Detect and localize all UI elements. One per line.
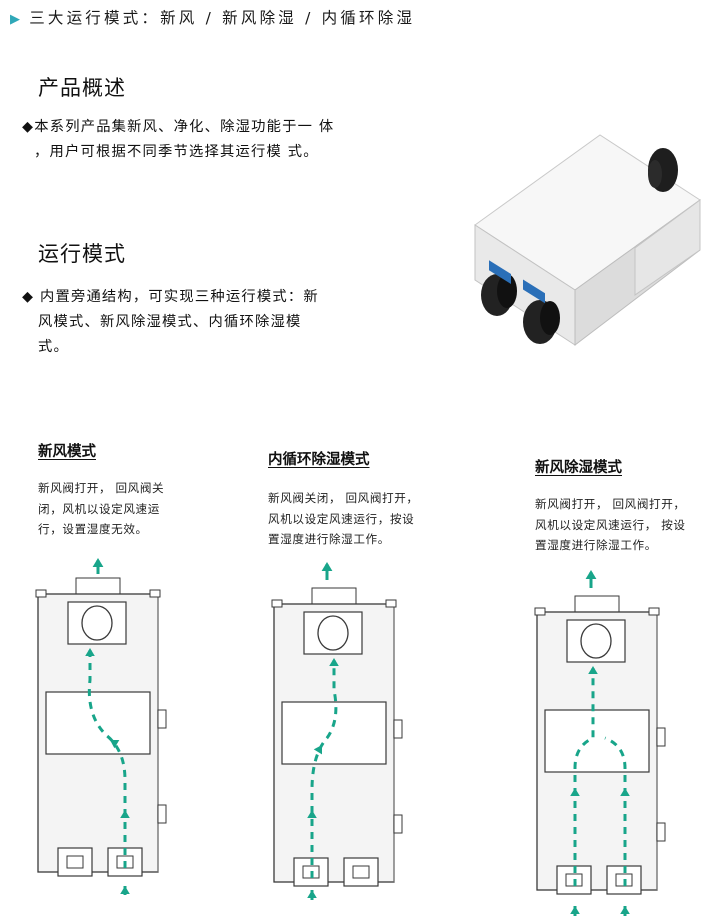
mode-desc-recirculation-dehumidify: 新风阀关闭， 回风阀打开， 风机以设定风速运行，按设 置湿度进行除湿工作。 [268,491,419,546]
airflow-path [604,736,627,886]
fan-circle [317,615,349,651]
bottom-port-inner [66,855,84,869]
mode-title-fresh-air: 新风模式 [38,444,96,460]
diagram-recirculation-dehumidify-mode [271,562,403,900]
side-latch [157,709,167,729]
overview-paragraph: ◆本系列产品集新风、净化、除湿功能于一 体 ，用户可根据不同季节选择其运行模 式… [22,115,382,165]
mode-desc-fresh-air-dehumidify: 新风阀打开， 回风阀打开， 风机以设定风速运行， 按设 置湿度进行除湿工作。 [535,497,686,552]
diagram-fresh-air-dehumidify-mode [534,570,666,916]
corner-bracket [534,607,546,616]
mode-title-recirculation-dehumidify: 内循环除湿模式 [268,452,370,468]
flow-arrow-head [313,745,322,755]
flow-arrow-head [570,788,580,796]
bottom-port-inner [352,865,370,879]
flow-arrow-head [329,658,339,666]
corner-bracket [35,589,47,598]
overview-line: ◆本系列产品集新风、净化、除湿功能于一 体 [22,119,335,135]
corner-bracket [149,589,161,598]
exchanger-box [544,709,650,773]
exchanger-box [281,701,387,765]
diamond-bullet-icon: ◆ [22,119,35,135]
bottom-port [57,847,93,877]
side-latch [157,804,167,824]
flow-arrow-head [307,810,317,818]
side-latch [656,822,666,842]
modes-line: 风模式、新风除湿模式、内循环除湿模 [38,314,302,330]
corner-bracket [271,599,283,608]
top-duct [311,587,357,605]
flow-arrow-head [110,740,120,749]
mode-desc-fresh-air: 新风阀打开， 回风阀关 闭，风机以设定风速运 行，设置湿度无效。 [38,481,165,536]
flow-arrow-head [620,788,630,796]
top-duct [75,577,121,595]
overview-title: 产品概述 [38,76,126,100]
side-latch [656,727,666,747]
side-latch [393,814,403,834]
top-duct [574,595,620,613]
overview-line: ，用户可根据不同季节选择其运行模 式。 [34,144,319,160]
airflow-path [87,650,127,868]
diamond-bullet-icon: ◆ [22,289,35,305]
exchanger-box [45,691,151,755]
modes-paragraph: ◆ 内置旁通结构，可实现三种运行模式：新 风模式、新风除湿模式、内循环除湿模 式… [22,285,352,360]
flow-arrow-head [85,648,95,656]
airflow-path [573,668,595,886]
flow-arrow-head [120,810,130,818]
fan-circle [580,623,612,659]
modes-line: 式。 [38,339,69,355]
modes-title: 运行模式 [38,242,126,266]
product-unit-image [474,134,701,347]
side-latch [393,719,403,739]
corner-bracket [648,607,660,616]
page-header: ▶ 三大运行模式：新风 / 新风除湿 / 内循环除湿 [10,6,415,28]
mode-title-fresh-air-dehumidify: 新风除湿模式 [535,460,622,476]
corner-bracket [385,599,397,608]
flow-arrow-head [588,666,598,674]
fan-circle [81,605,113,641]
triangle-bullet-icon: ▶ [10,12,24,27]
header-title: 三大运行模式：新风 / 新风除湿 / 内循环除湿 [29,9,416,27]
diagram-fresh-air-mode [35,558,167,895]
airflow-path [310,660,338,878]
modes-line: ◆ 内置旁通结构，可实现三种运行模式：新 [22,289,319,305]
